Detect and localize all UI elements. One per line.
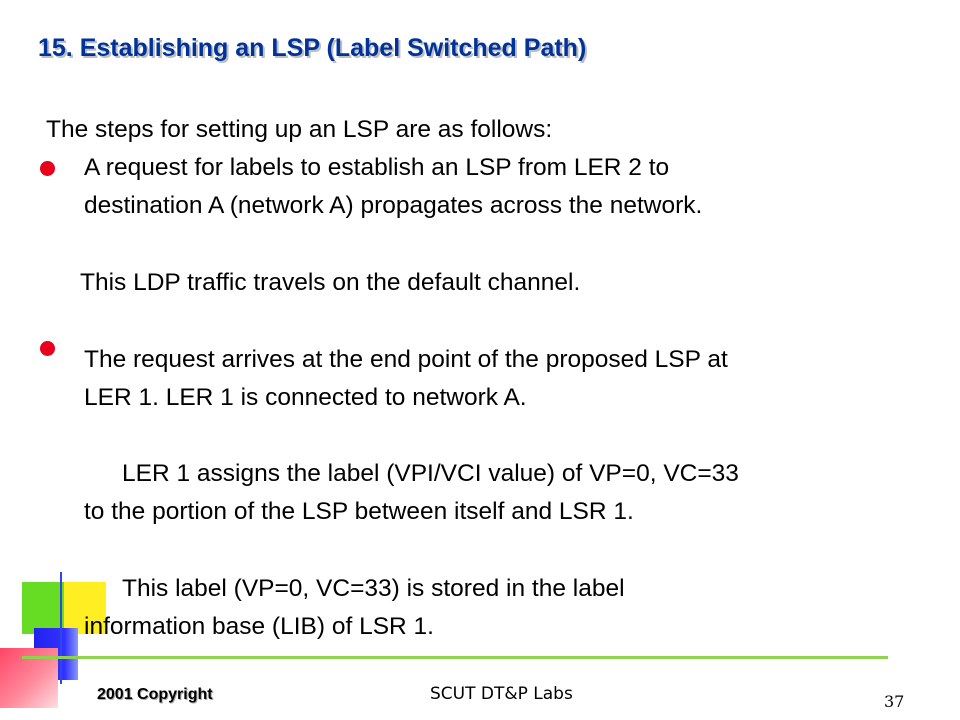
- footer-lab-name: SCUT DT&P Labs: [430, 684, 573, 704]
- footer-divider: [22, 656, 888, 659]
- bullet-dot-icon: [40, 341, 55, 356]
- bullet-1-line-2: destination A (network A) propagates acr…: [84, 192, 703, 219]
- decor-yellow-square: [64, 582, 106, 634]
- bullet-1-line-1: A request for labels to establish an LSP…: [84, 154, 670, 181]
- paragraph-3-line-1: LER 1 assigns the label (VPI/VCI value) …: [122, 460, 739, 487]
- paragraph-4-line-2: information base (LIB) of LSR 1.: [84, 613, 434, 640]
- decor-vertical-line: [60, 572, 62, 684]
- bullet-2-line-2: LER 1. LER 1 is connected to network A.: [84, 384, 527, 411]
- page-number: 37: [884, 692, 905, 711]
- slide-title: 15. Establishing an LSP (Label Switched …: [38, 34, 587, 62]
- intro-text: The steps for setting up an LSP are as f…: [46, 116, 553, 143]
- note-text: This LDP traffic travels on the default …: [80, 269, 581, 296]
- bullet-dot-icon: [40, 161, 55, 176]
- paragraph-4-line-1: This label (VP=0, VC=33) is stored in th…: [122, 575, 625, 602]
- bullet-2-line-1: The request arrives at the end point of …: [84, 346, 728, 373]
- footer-copyright: 2001 Copyright: [97, 686, 213, 703]
- paragraph-3-line-2: to the portion of the LSP between itself…: [84, 498, 634, 525]
- decor-green-square: [22, 582, 64, 634]
